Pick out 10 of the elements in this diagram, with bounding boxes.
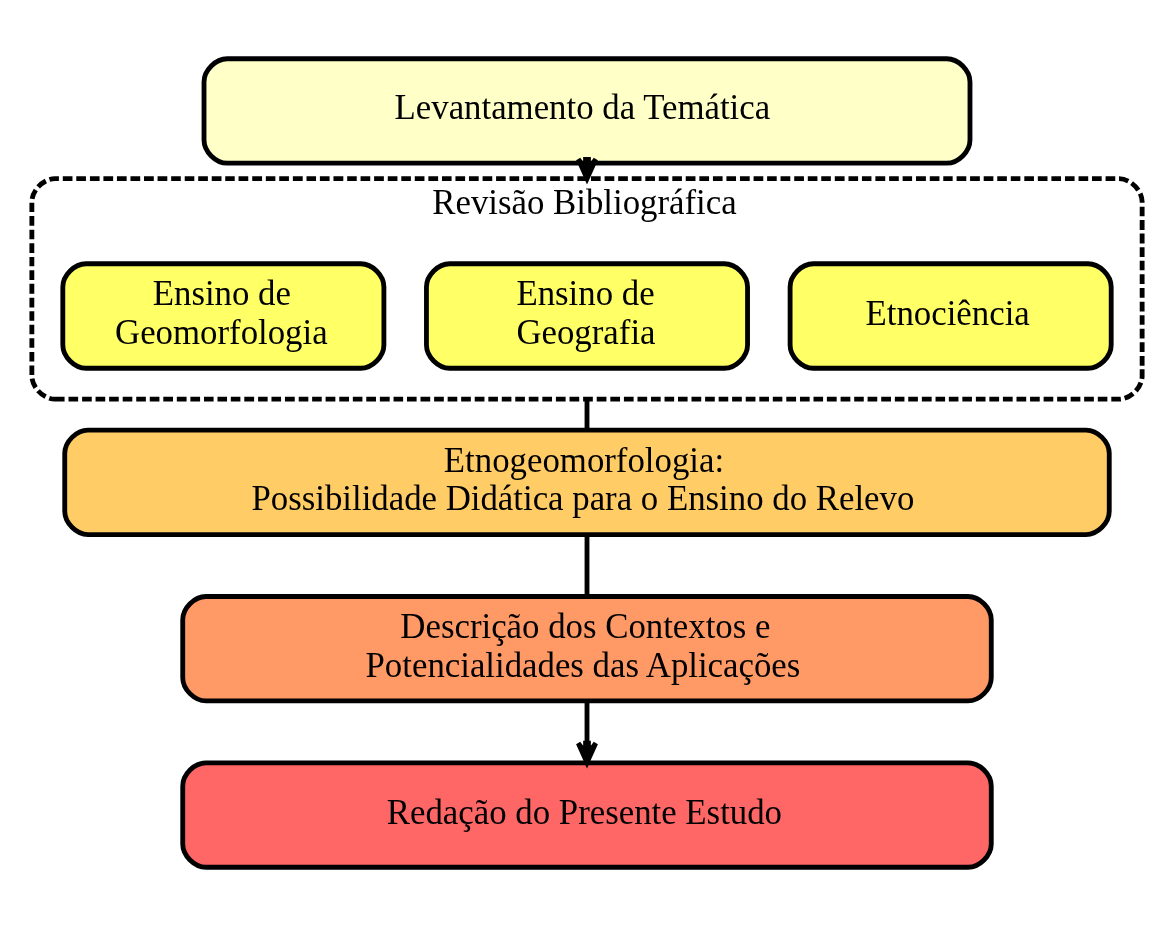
connector — [584, 534, 590, 597]
arrow — [575, 156, 599, 182]
node-box: Etnociência — [787, 261, 1114, 371]
node-box: Redação do Presente Estudo — [180, 760, 994, 870]
node-box: Ensino de Geomorfologia — [60, 261, 387, 371]
node-box: Etnogeomorfologia: Possibilidade Didática para o Ensino do Relevo — [62, 427, 1112, 537]
connector — [584, 399, 590, 430]
arrow — [575, 701, 599, 766]
node-box: Descrição dos Contextos e Potencialidades das Aplicações — [180, 594, 994, 704]
node-box: Ensino de Geografia — [424, 261, 750, 371]
